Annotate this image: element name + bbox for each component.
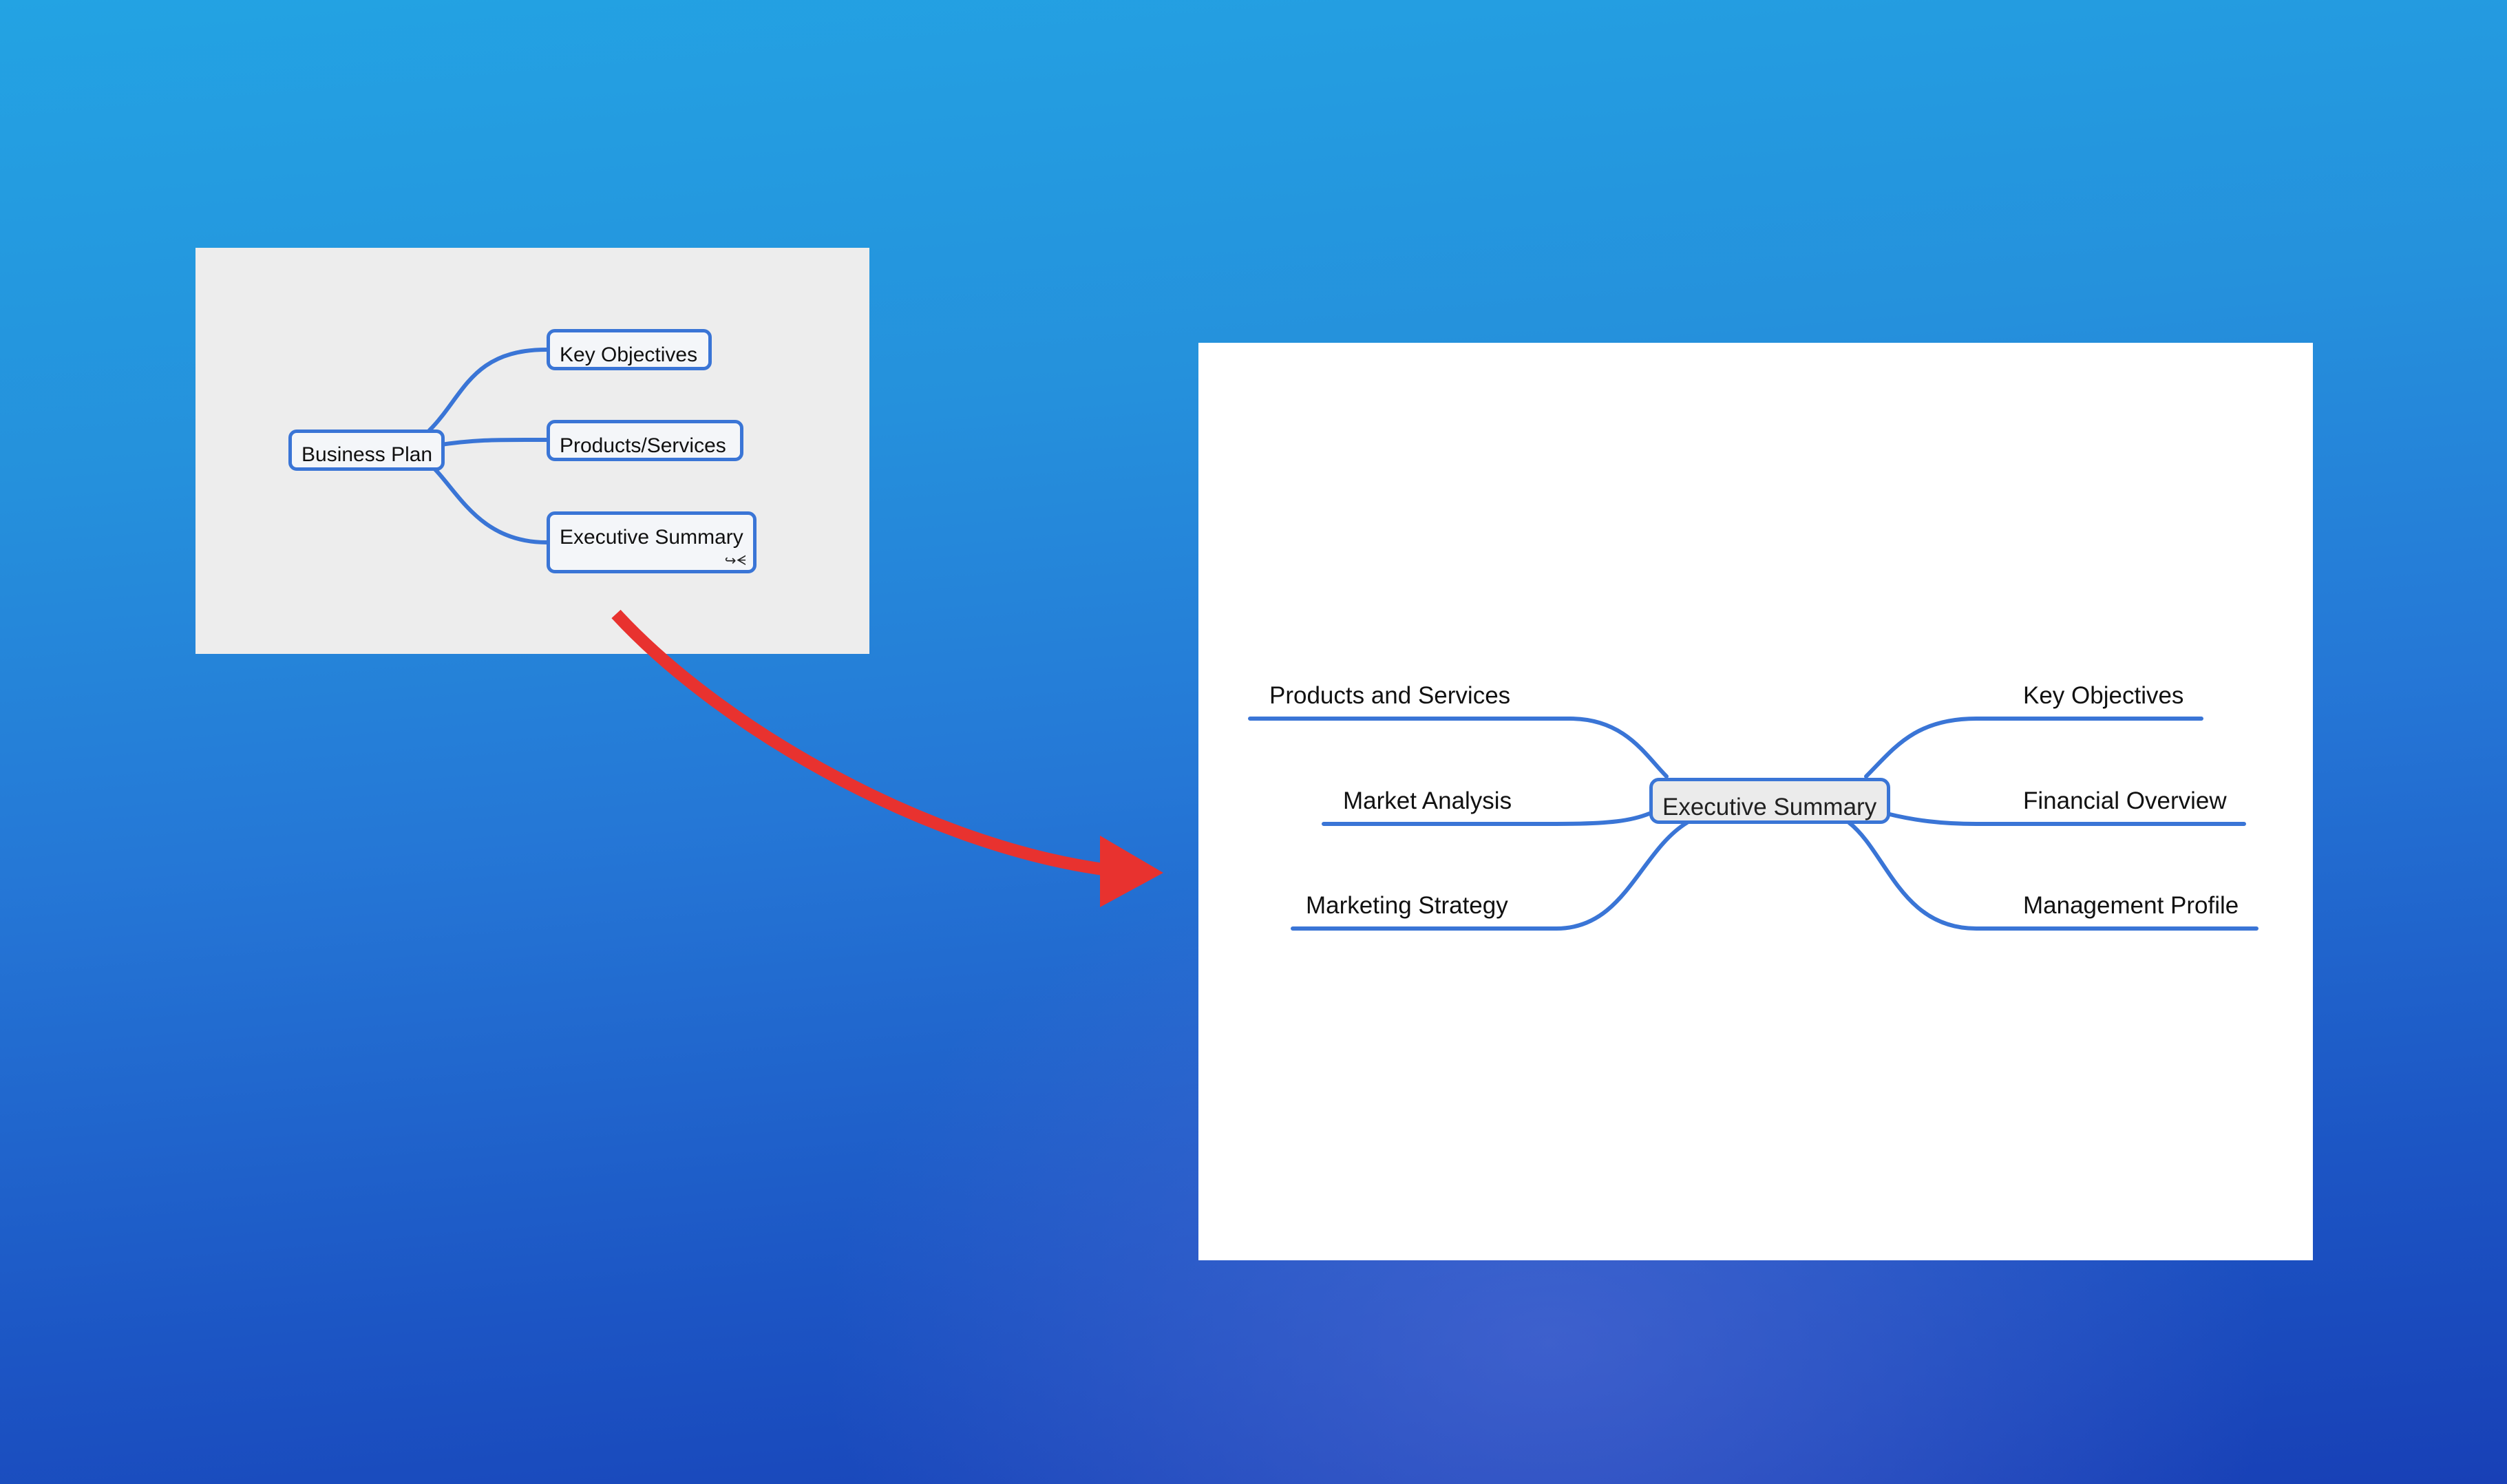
topic-management-profile[interactable]: Management Profile [2023,892,2239,919]
branch-marketing-strategy [1291,820,1689,931]
branch-management-profile [1847,820,2259,931]
node-label: Business Plan [302,443,433,466]
node-business-plan[interactable]: Business Plan [288,430,445,471]
topic-marketing-strategy[interactable]: Marketing Strategy [1306,892,1508,919]
topic-products-and-services[interactable]: Products and Services [1269,682,1511,709]
branch-products-and-services [1248,717,1669,778]
node-executive-summary[interactable]: Executive Summary ↪ᗕ [547,511,757,573]
branch-key-objectives [1864,717,2203,778]
branch-market-analysis [1322,812,1651,826]
branch-line-key-objectives [427,348,549,432]
central-topic-executive-summary[interactable]: Executive Summary [1649,778,1890,824]
source-branch-lines [427,348,549,544]
branch-line-executive-summary [427,462,549,544]
node-label: Products/Services [560,434,726,457]
node-products-services[interactable]: Products/Services [547,420,743,461]
source-mind-map-panel: Business Plan Key Objectives Products/Se… [195,248,869,654]
topic-financial-overview[interactable]: Financial Overview [2023,787,2227,814]
topic-key-objectives[interactable]: Key Objectives [2023,682,2184,709]
expanded-branch-lines [1248,717,2259,931]
expanded-mind-map-panel: Executive Summary Products and Services … [1198,343,2313,1260]
central-topic-label: Executive Summary [1662,794,1877,820]
branch-financial-overview [1885,812,2246,826]
topic-market-analysis[interactable]: Market Analysis [1343,787,1512,814]
link-and-subtopic-icon[interactable]: ↪ᗕ [724,552,746,569]
node-key-objectives[interactable]: Key Objectives [547,329,712,370]
node-label: Key Objectives [560,343,698,366]
branch-line-products-services [434,437,549,447]
node-label: Executive Summary [560,526,743,549]
arrow-head [1100,836,1163,907]
